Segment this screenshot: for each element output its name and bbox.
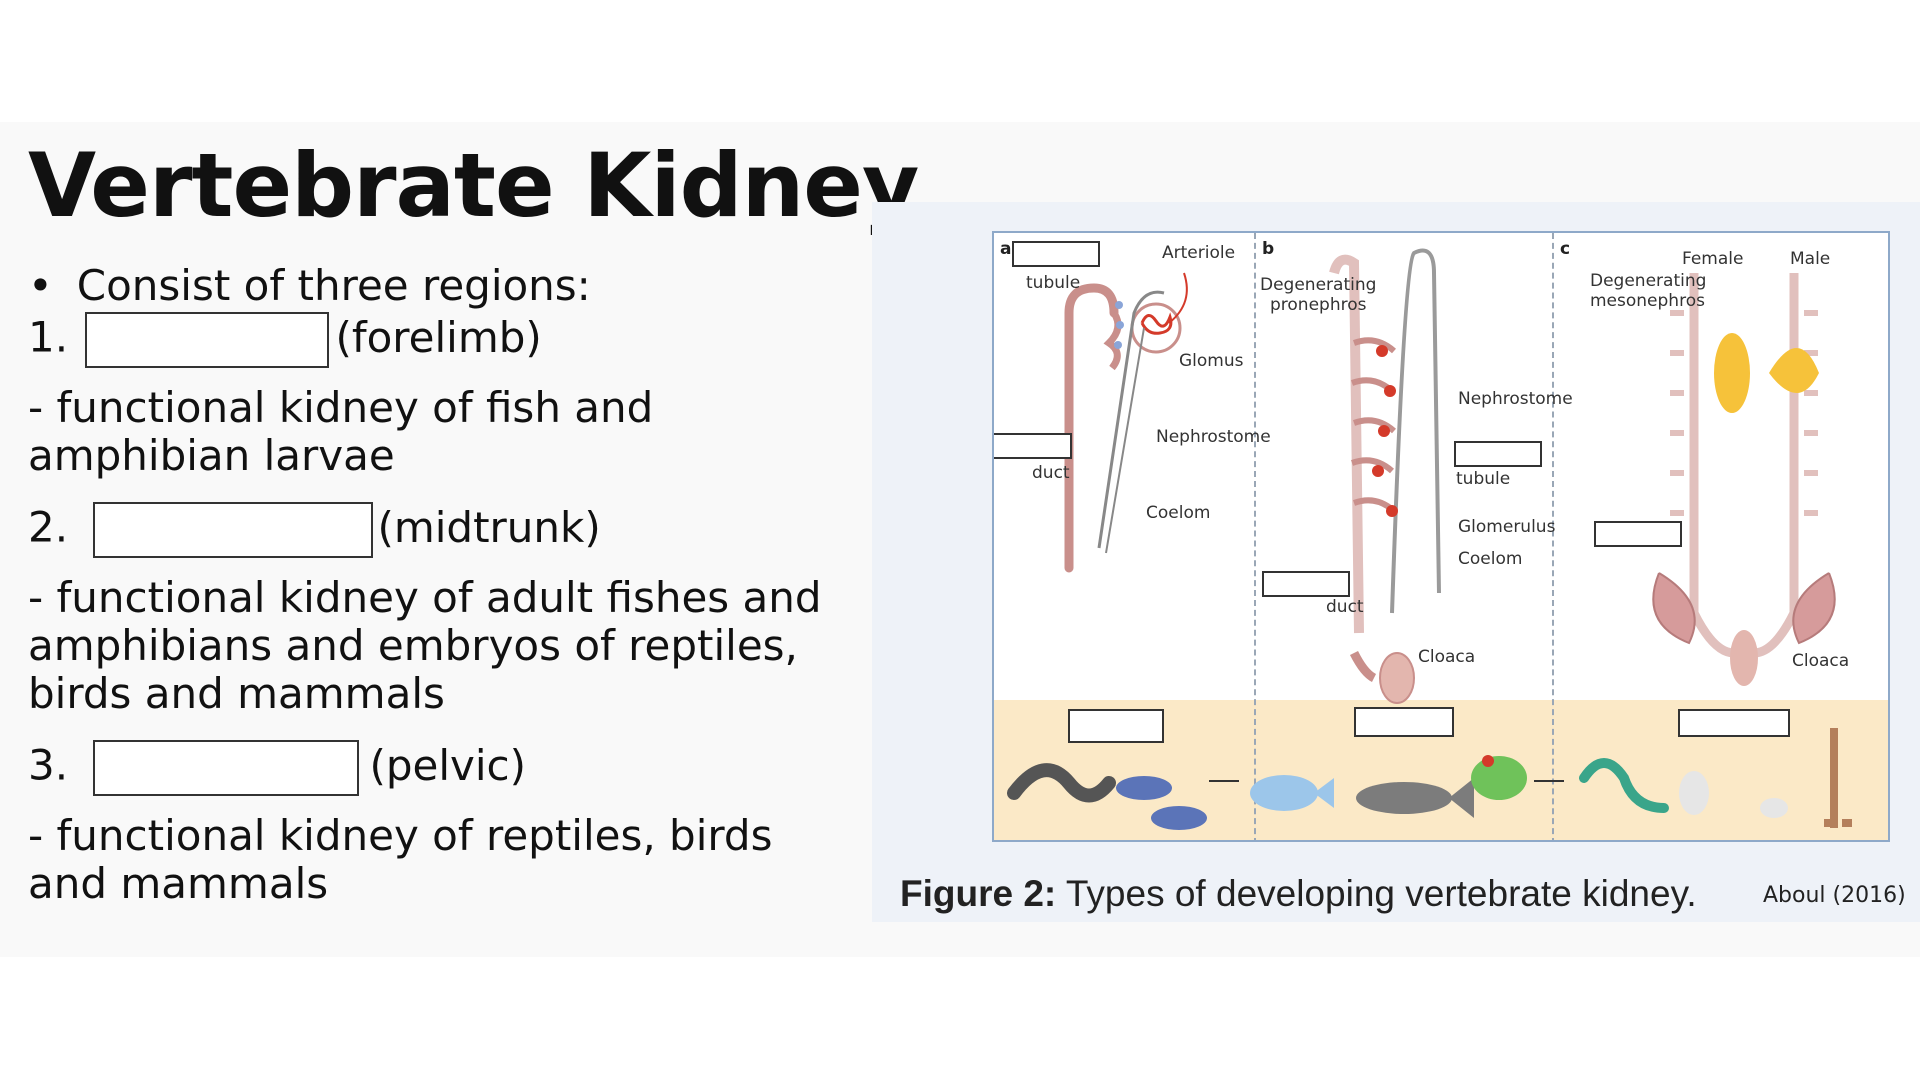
label-tubule: tubule [1456, 469, 1511, 489]
label-cloaca: Cloaca [1792, 651, 1850, 671]
animal-illustrations [1007, 728, 1852, 830]
label-tubule: tubule [1026, 273, 1081, 293]
label-nephrostome: Nephrostome [1156, 427, 1271, 447]
kidney-figure: a b c tubule Arteriole Glomus Nephrostom… [992, 231, 1890, 842]
pronephros-drawing [1064, 272, 1188, 573]
item-number: 3. [28, 740, 69, 790]
item-region: (pelvic) [369, 740, 526, 790]
panel-letter-b: b [1262, 239, 1275, 259]
label-coelom: Coelom [1146, 503, 1211, 523]
caption-text: Types of developing vertebrate kidney. [1056, 873, 1697, 914]
item-3-line: 3. (pelvic) [28, 740, 526, 796]
label-male: Male [1790, 249, 1831, 269]
answer-blank-2[interactable] [93, 502, 374, 558]
figure-answer-box[interactable] [1068, 709, 1164, 743]
kidney-diagram [1007, 248, 1852, 830]
label-pronephros: pronephros [1270, 295, 1367, 315]
item-region: (midtrunk) [377, 502, 601, 552]
label-female: Female [1682, 249, 1744, 269]
panel-divider [1254, 233, 1256, 840]
bullet-text: Consist of three regions: [76, 261, 591, 310]
item-2-line: 2. (midtrunk) [28, 502, 601, 558]
label-arteriole: Arteriole [1162, 243, 1236, 263]
figure-caption: Figure 2: Types of developing vertebrate… [900, 873, 1697, 915]
figure-answer-box[interactable] [1012, 241, 1100, 267]
label-glomerulus: Glomerulus [1458, 517, 1556, 537]
item-number: 1. [28, 312, 69, 362]
figure-answer-box[interactable] [994, 433, 1072, 459]
panel-letter-c: c [1560, 239, 1571, 259]
bullet-line: • Consist of three regions: [28, 262, 591, 310]
item-number: 2. [28, 502, 69, 552]
metanephros-drawing [1652, 273, 1836, 686]
figure-answer-box[interactable] [1262, 571, 1350, 597]
item-3-description: - functional kidney of reptiles, birds a… [28, 811, 773, 908]
label-mesonephros: mesonephros [1590, 291, 1705, 311]
label-glomus: Glomus [1179, 351, 1244, 371]
figure-credit: Aboul (2016) [1763, 883, 1906, 908]
bullet-dot: • [28, 261, 53, 310]
label-coelom: Coelom [1458, 549, 1523, 569]
item-1-description: - functional kidney of fish and amphibia… [28, 383, 654, 480]
item-2-description: - functional kidney of adult fishes and … [28, 573, 822, 718]
label-degenerating: Degenerating [1590, 271, 1707, 291]
figure-answer-box[interactable] [1454, 441, 1542, 467]
panel-divider [1552, 233, 1554, 840]
item-1-line: 1. (forelimb) [28, 312, 542, 368]
label-cloaca: Cloaca [1418, 647, 1476, 667]
label-degenerating: Degenerating [1260, 275, 1377, 295]
figure-answer-box[interactable] [1354, 707, 1454, 737]
label-nephrostome: Nephrostome [1458, 389, 1573, 409]
answer-blank-1[interactable] [85, 312, 330, 368]
caption-label: Figure 2: [900, 873, 1057, 914]
answer-blank-3[interactable] [93, 740, 360, 796]
mesonephros-drawing [1329, 248, 1441, 704]
panel-letter-a: a [1000, 239, 1012, 259]
item-region: (forelimb) [335, 312, 542, 362]
label-duct: duct [1032, 463, 1070, 483]
label-duct: duct [1326, 597, 1364, 617]
figure-answer-box[interactable] [1594, 521, 1682, 547]
figure-answer-box[interactable] [1678, 709, 1790, 737]
slide-title: Vertebrate Kidney [28, 134, 919, 237]
